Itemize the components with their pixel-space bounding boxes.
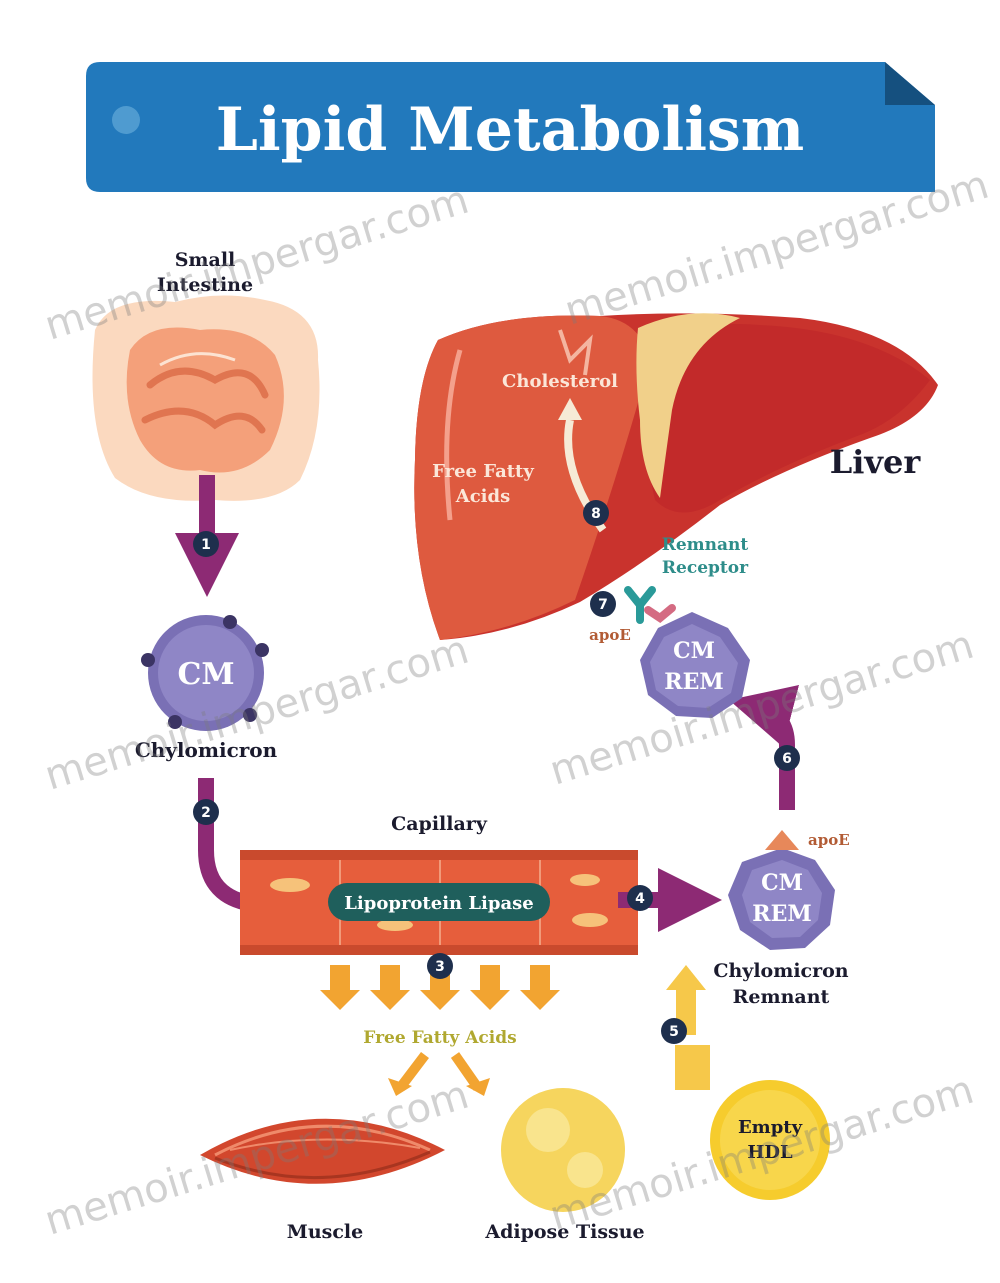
remnant-receptor-label: Receptor xyxy=(662,558,749,578)
cm-rem-label: CM xyxy=(673,638,715,664)
muscle-label: Muscle xyxy=(287,1221,363,1243)
banner-logo-icon xyxy=(112,106,140,134)
lipoprotein-lipase-label: Lipoprotein Lipase xyxy=(344,893,533,914)
step-number: 6 xyxy=(782,751,792,767)
cholesterol-label: Cholesterol xyxy=(502,371,618,392)
liver-label: Liver xyxy=(830,443,922,481)
chylomicron-remnant-label: Chylomicron xyxy=(713,960,848,982)
step-number: 3 xyxy=(435,959,445,975)
chylomicron-remnant-label: Remnant xyxy=(733,986,830,1008)
apoe-label-lower: apoE xyxy=(808,831,850,849)
cm-rem-particle-lower: CM REM xyxy=(728,848,835,950)
apoe-label-upper: apoE xyxy=(589,626,631,644)
step-badge-3: 3 xyxy=(427,953,453,979)
step-number: 8 xyxy=(591,506,601,522)
title-banner: Lipid Metabolism xyxy=(86,62,935,192)
remnant-receptor-label: Remnant xyxy=(662,535,749,555)
step-badge-6: 6 xyxy=(774,745,800,771)
liver-free-fatty-acids-label: Free Fatty xyxy=(432,461,534,482)
free-fatty-acids-label: Free Fatty Acids xyxy=(363,1028,516,1048)
step-badge-5: 5 xyxy=(661,1018,687,1044)
page-title: Lipid Metabolism xyxy=(216,95,805,165)
step-badge-4: 4 xyxy=(627,885,653,911)
cm-rem-label: CM xyxy=(761,870,803,896)
step-number: 5 xyxy=(669,1024,679,1040)
cm-rem-label: REM xyxy=(664,669,723,695)
lipoprotein-lipase: Lipoprotein Lipase xyxy=(328,883,550,921)
step-number: 4 xyxy=(635,891,645,907)
step-badge-2: 2 xyxy=(193,799,219,825)
step-number: 7 xyxy=(598,597,608,613)
capillary-label: Capillary xyxy=(391,813,488,835)
remnant-receptor-icon xyxy=(628,590,652,620)
step-badge-8: 8 xyxy=(583,500,609,526)
apoe-marker xyxy=(765,830,799,850)
cm-label: CM xyxy=(177,657,234,692)
watermark-text: memoir.impergar.com xyxy=(544,622,978,795)
liver-free-fatty-acids-label: Acids xyxy=(455,486,510,507)
step-number: 1 xyxy=(201,537,211,553)
step-badge-1: 1 xyxy=(193,531,219,557)
step-number: 2 xyxy=(201,805,211,821)
cm-rem-label: REM xyxy=(752,901,811,927)
step-badge-7: 7 xyxy=(590,591,616,617)
